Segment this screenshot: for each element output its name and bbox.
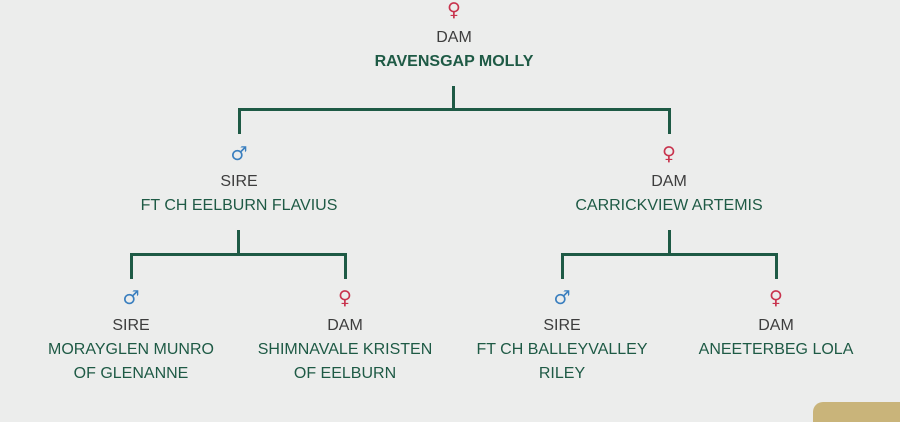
dog-name-link[interactable]: RAVENSGAP MOLLY — [374, 53, 534, 70]
pedigree-dam-dam-node: ♀ DAM ANEETERBEG LOLA — [666, 288, 886, 362]
connector-line — [668, 230, 671, 255]
female-icon: ♀ — [769, 287, 783, 309]
floating-action-button[interactable] — [813, 402, 900, 422]
pedigree-dam-sire-node: ♂ SIRE FT CH BALLEYVALLEY RILEY — [452, 288, 672, 386]
connector-line — [130, 253, 133, 279]
dog-name-link[interactable]: MORAYGLEN MUNRO OF GLENANNE — [48, 341, 214, 382]
role-label: SIRE — [112, 317, 150, 334]
connector-line — [344, 253, 347, 279]
dog-name-link[interactable]: CARRICKVIEW ARTEMIS — [575, 197, 763, 214]
connector-line — [452, 86, 455, 110]
role-label: DAM — [651, 173, 687, 190]
connector-line — [561, 253, 778, 256]
dog-name-link[interactable]: FT CH EELBURN FLAVIUS — [140, 197, 338, 214]
role-label: DAM — [758, 317, 794, 334]
connector-line — [238, 108, 241, 134]
pedigree-dam-node: ♀ DAM CARRICKVIEW ARTEMIS — [559, 144, 779, 218]
dog-name-link[interactable]: FT CH BALLEYVALLEY RILEY — [476, 341, 648, 382]
female-icon: ♀ — [447, 0, 461, 21]
connector-line — [668, 108, 671, 134]
connector-line — [130, 253, 347, 256]
role-label: DAM — [436, 29, 472, 46]
pedigree-sire-node: ♂ SIRE FT CH EELBURN FLAVIUS — [129, 144, 349, 218]
dog-name-link[interactable]: ANEETERBEG LOLA — [698, 341, 854, 358]
pedigree-sire-sire-node: ♂ SIRE MORAYGLEN MUNRO OF GLENANNE — [21, 288, 241, 386]
role-label: DAM — [327, 317, 363, 334]
dog-name-link[interactable]: SHIMNAVALE KRISTEN OF EELBURN — [257, 341, 433, 382]
connector-line — [237, 230, 240, 255]
connector-line — [775, 253, 778, 279]
male-icon: ♂ — [230, 143, 248, 165]
male-icon: ♂ — [122, 287, 140, 309]
connector-line — [238, 108, 671, 111]
connector-line — [561, 253, 564, 279]
pedigree-root-node: ♀ DAM RAVENSGAP MOLLY — [344, 0, 564, 74]
pedigree-sire-dam-node: ♀ DAM SHIMNAVALE KRISTEN OF EELBURN — [235, 288, 455, 386]
male-icon: ♂ — [553, 287, 571, 309]
role-label: SIRE — [543, 317, 581, 334]
female-icon: ♀ — [338, 287, 352, 309]
role-label: SIRE — [220, 173, 258, 190]
female-icon: ♀ — [662, 143, 676, 165]
